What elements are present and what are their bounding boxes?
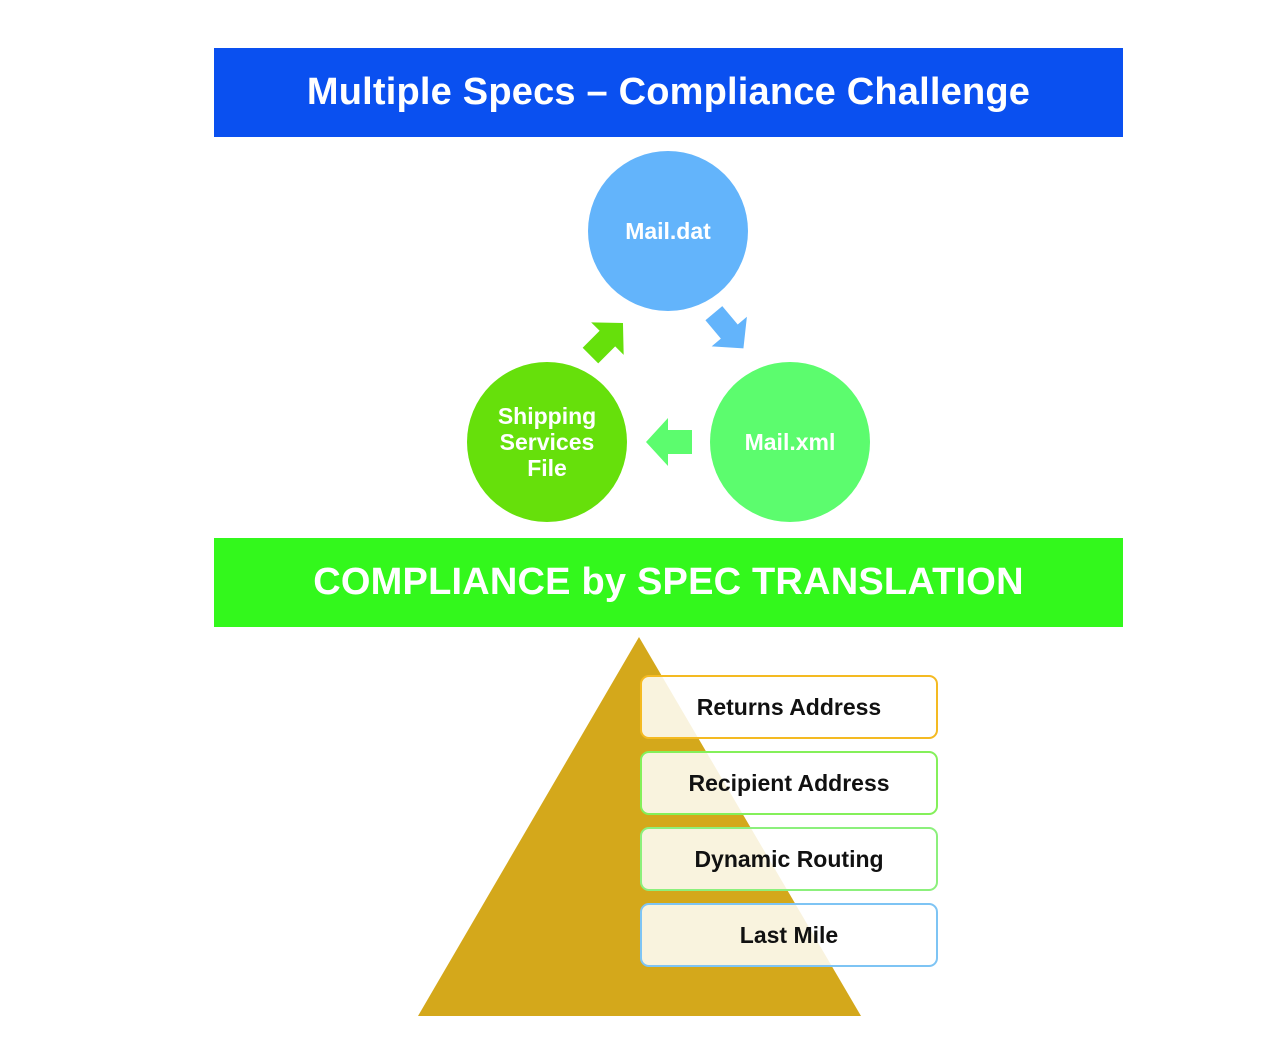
pyramid-layer-returns-address: Returns Address bbox=[640, 675, 938, 739]
pyramid-layer-label: Recipient Address bbox=[688, 769, 890, 796]
node-mail-dat: Mail.dat bbox=[588, 151, 748, 311]
arrow-mailxml-to-shipping bbox=[646, 418, 692, 466]
node-mail-xml-label: Mail.xml bbox=[744, 429, 836, 455]
pyramid-layer-label: Returns Address bbox=[696, 693, 882, 720]
pyramid-layer-label: Last Mile bbox=[739, 921, 839, 948]
arrow-mailxml-to-shipping-shape bbox=[646, 418, 692, 466]
bottom-banner-title: COMPLIANCE by SPEC TRANSLATION bbox=[313, 561, 1024, 603]
top-banner-title: Multiple Specs – Compliance Challenge bbox=[306, 71, 1031, 113]
top-banner: Multiple Specs – Compliance Challenge bbox=[214, 48, 1123, 137]
arrow-maildat-to-mailxml bbox=[705, 306, 747, 349]
node-mail-xml: Mail.xml bbox=[710, 362, 870, 522]
arrow-shipping-to-maildat bbox=[582, 322, 624, 364]
pyramid-layer-last-mile: Last Mile bbox=[640, 903, 938, 967]
pyramid-layer-dynamic-routing: Dynamic Routing bbox=[640, 827, 938, 891]
node-shipping-services-file-label: Shipping Services File bbox=[497, 403, 597, 481]
pyramid-layer-label: Dynamic Routing bbox=[694, 845, 884, 872]
arrow-shipping-to-maildat-shape bbox=[582, 322, 624, 364]
node-shipping-services-file: Shipping Services File bbox=[467, 362, 627, 522]
pyramid-layer-recipient-address: Recipient Address bbox=[640, 751, 938, 815]
bottom-banner: COMPLIANCE by SPEC TRANSLATION bbox=[214, 538, 1123, 627]
arrow-maildat-to-mailxml-shape bbox=[705, 306, 747, 349]
node-mail-dat-label: Mail.dat bbox=[625, 218, 711, 244]
